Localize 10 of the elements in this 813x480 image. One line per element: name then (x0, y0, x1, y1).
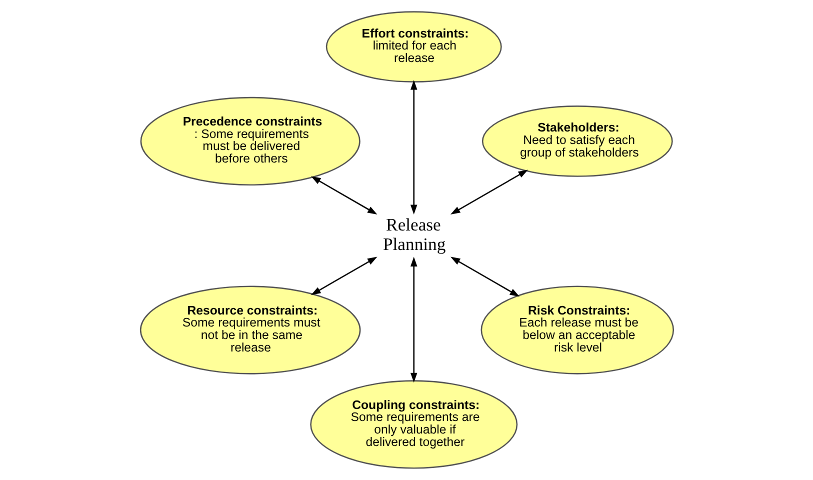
node-ellipse: Effort constraints: limited for each release (325, 11, 502, 82)
arrow (310, 256, 377, 296)
node-ellipse: Coupling constraints: Some requirements are only valuable if delivered together (310, 380, 518, 469)
arrow (410, 80, 417, 214)
arrow (310, 176, 377, 214)
node-ellipse: Risk Constraints: Each release must be below an acceptable risk level (480, 286, 674, 374)
arrow (450, 170, 528, 214)
arrow (450, 256, 520, 297)
node-text: Release Planning (382, 214, 446, 254)
arrow (410, 256, 417, 383)
